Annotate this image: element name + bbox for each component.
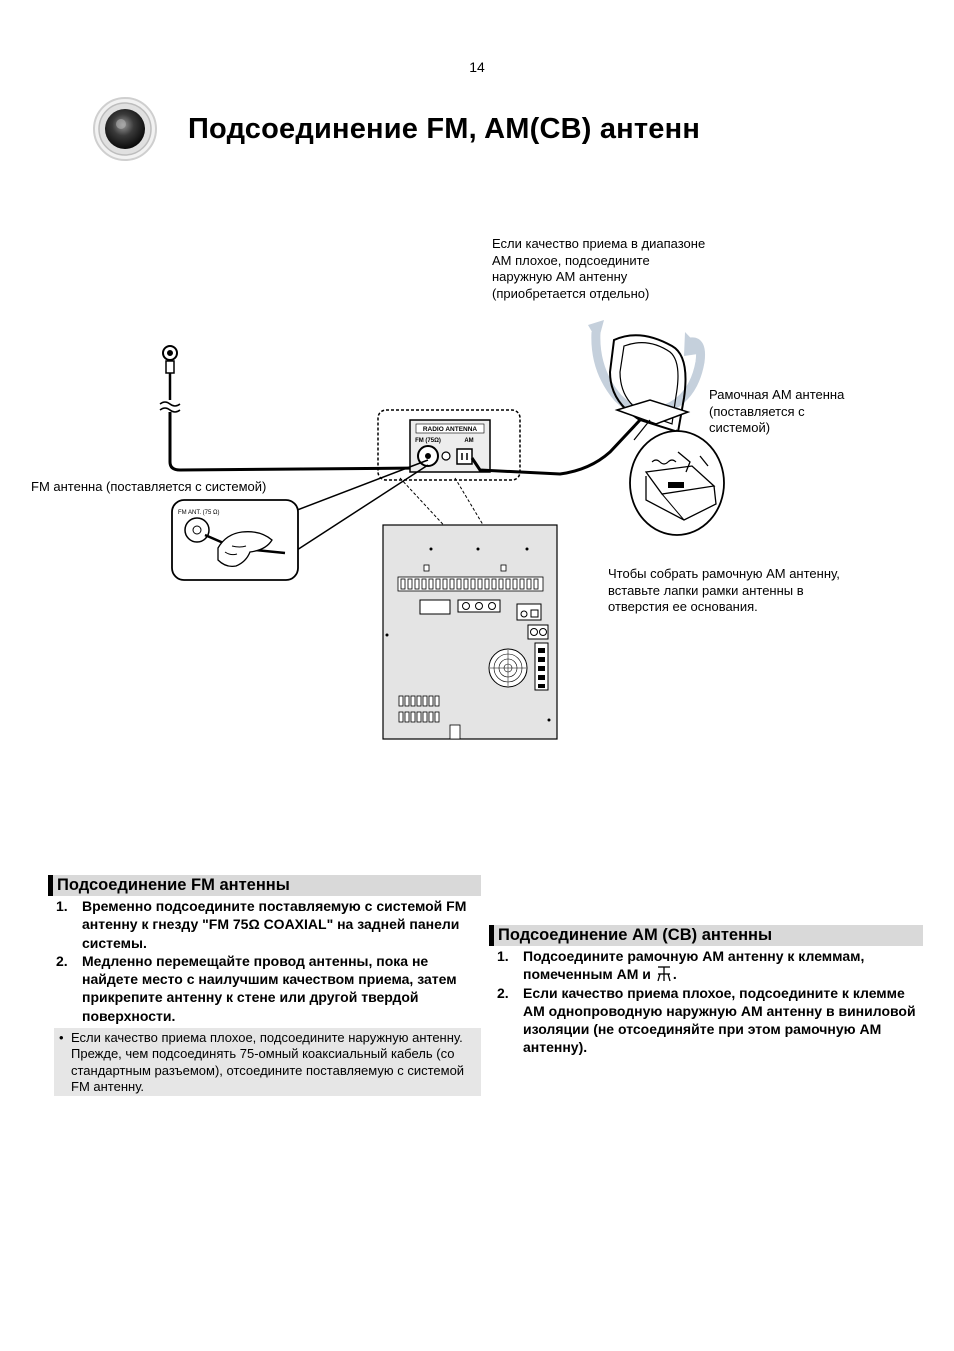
panel-title: RADIO ANTENNA: [423, 426, 478, 433]
speaker-icon: [92, 96, 158, 162]
page-title: Подсоединение FM, AM(CB) антенн: [188, 113, 701, 145]
step-text: Подсоедините рамочную АМ антенну к клемм…: [523, 948, 865, 983]
fm-antenna-wire: [159, 345, 421, 472]
am-loop-antenna: [588, 320, 705, 434]
fm-plug-zoom-bubble: FM ANT. (75 Ω): [171, 499, 299, 581]
step-text: Медленно перемещайте провод антенны, пок…: [82, 952, 457, 1024]
am-terminal: [456, 448, 473, 465]
radio-antenna-panel: RADIO ANTENNA FM (75Ω) AM: [409, 419, 491, 473]
step-text-container: Подсоедините рамочную АМ антенну к клемм…: [523, 947, 923, 984]
panel-am-label: AM: [464, 438, 473, 444]
fm-steps-list: 1. Временно подсоедините поставляемую с …: [56, 897, 481, 1025]
callout-outdoor-am-antenna: Если качество приема в диапазоне АМ плох…: [492, 236, 706, 301]
step-text-end: .: [672, 966, 677, 983]
callout-loop-antenna: Рамочная АМ антенна (поставляется с сист…: [709, 387, 845, 435]
step-text: Если качество приема плохое, подсоединит…: [523, 984, 916, 1056]
page-number: 14: [469, 59, 485, 75]
panel-fm-label: FM (75Ω): [415, 438, 441, 444]
fm-step-2: 2. Медленно перемещайте провод антенны, …: [56, 952, 481, 1025]
fm-note-box: • Если качество приема плохое, подсоедин…: [54, 1028, 481, 1096]
step-number: 1.: [56, 898, 68, 914]
antenna-connection-diagram: RADIO ANTENNA FM (75Ω) AM FM ANT. (75 Ω): [159, 320, 725, 740]
step-text: Временно подсоедините поставляемую с сис…: [82, 898, 467, 951]
ground-symbol-icon: [657, 966, 671, 982]
note-text: Если качество приема плохое, подсоединит…: [71, 1030, 465, 1094]
callout-assemble-loop: Чтобы собрать рамочную АМ антенну, встав…: [608, 566, 840, 614]
am-step-2: 2. Если качество приема плохое, подсоеди…: [497, 984, 923, 1057]
fm-step-1: 1. Временно подсоедините поставляемую с …: [56, 897, 481, 952]
am-section-header: Подсоединение АМ (CB) антенны: [489, 925, 923, 946]
am-steps-list: 1. Подсоедините рамочную АМ антенну к кл…: [497, 947, 923, 1057]
step-number: 2.: [497, 984, 509, 1001]
fm-section-header: Подсоединение FM антенны: [48, 875, 481, 896]
step-number: 1.: [497, 948, 509, 964]
step-number: 2.: [56, 952, 68, 969]
note-bullet: •: [59, 1030, 64, 1045]
am-step-1: 1. Подсоедините рамочную АМ антенну к кл…: [497, 947, 923, 984]
zoom-frame: [377, 409, 521, 481]
antenna-base-zoom-bubble: [629, 419, 725, 536]
callout-fm-antenna: FM антенна (поставляется с системой): [31, 479, 267, 494]
zoom-label: FM ANT. (75 Ω): [178, 510, 220, 516]
rear-panel: [382, 524, 558, 740]
